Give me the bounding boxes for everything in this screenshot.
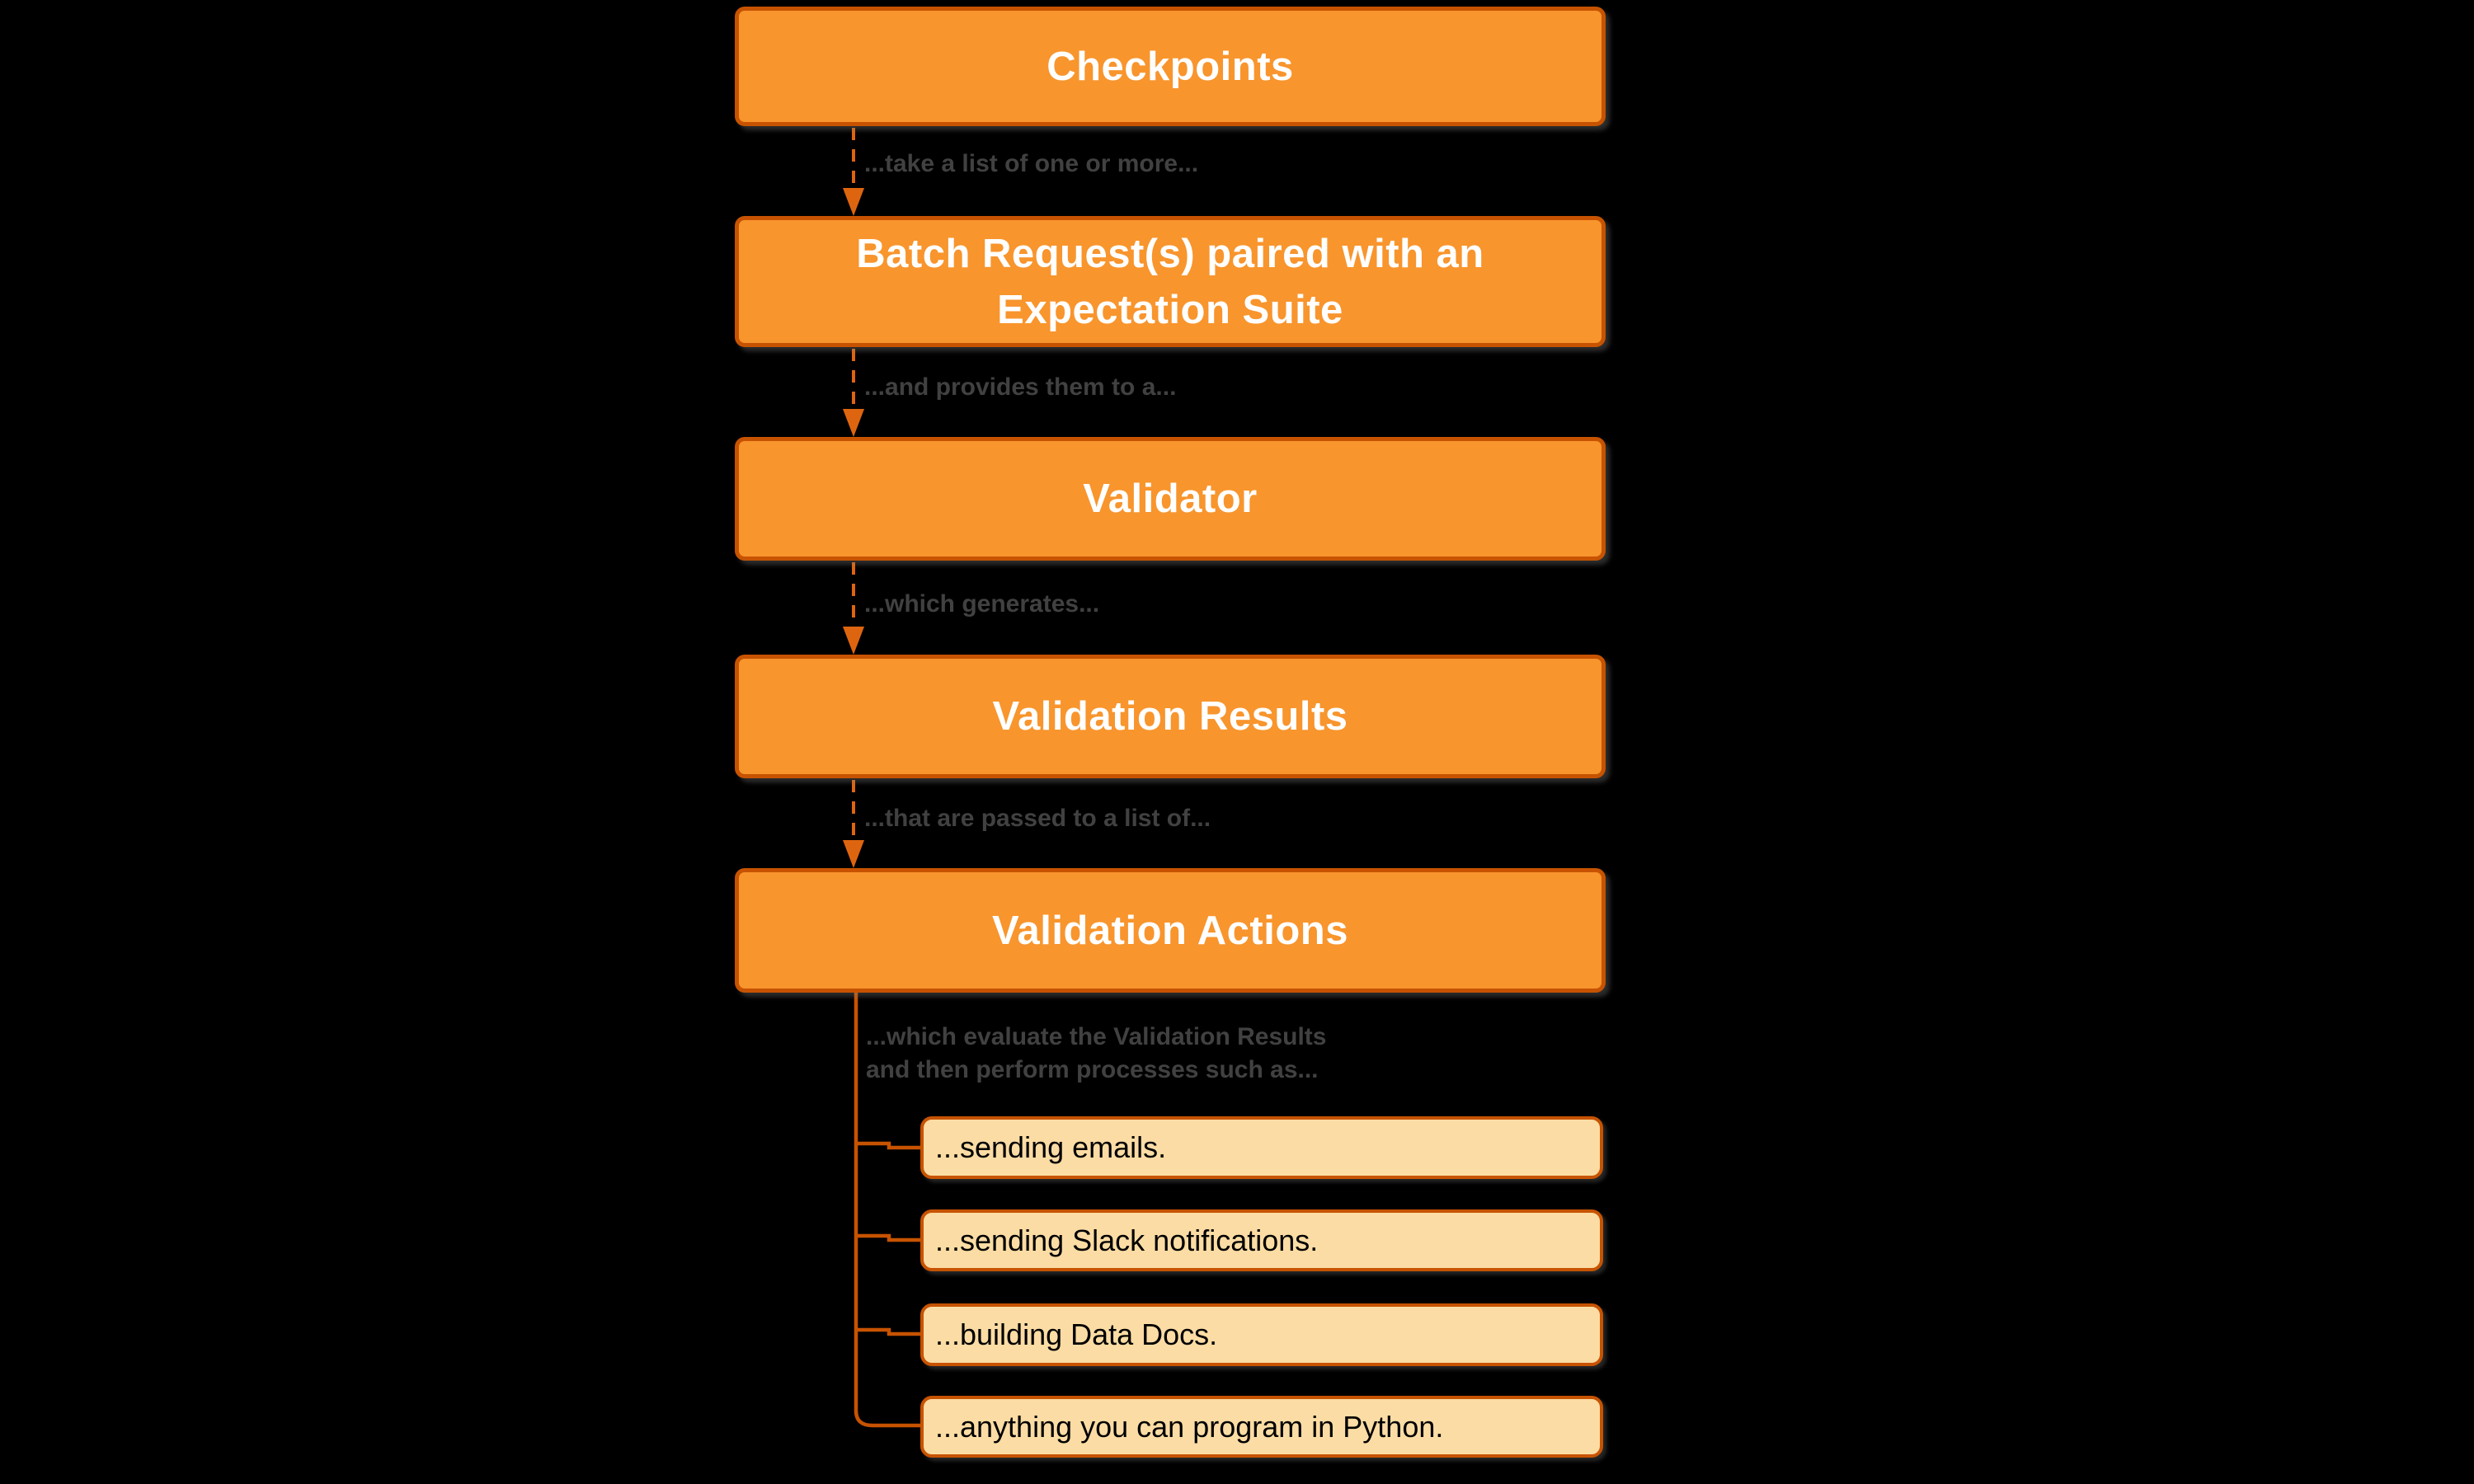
node-validator: Validator	[735, 437, 1606, 561]
arrowhead-2	[843, 409, 864, 437]
action-building-data-docs: ...building Data Docs.	[920, 1303, 1603, 1366]
arrowhead-3	[843, 627, 864, 655]
edge-label-provides-them: ...and provides them to a...	[864, 373, 1177, 401]
action-sending-emails: ...sending emails.	[920, 1116, 1603, 1179]
arrowhead-1	[843, 188, 864, 216]
node-batch-request-label: Batch Request(s) paired with an Expectat…	[856, 231, 1484, 332]
connector-stub-3	[856, 1327, 921, 1336]
edge-label-passed-to-list: ...that are passed to a list of...	[864, 805, 1211, 832]
action-anything-python: ...anything you can program in Python.	[920, 1396, 1603, 1458]
node-validation-actions-label: Validation Actions	[992, 908, 1348, 953]
node-validation-actions: Validation Actions	[735, 868, 1606, 993]
action-sending-emails-label: ...sending emails.	[935, 1130, 1167, 1164]
node-validation-results-label: Validation Results	[992, 694, 1348, 739]
edge-label-take-a-list: ...take a list of one or more...	[864, 150, 1199, 177]
edge-label-which-generates: ...which generates...	[864, 590, 1100, 618]
action-building-data-docs-label: ...building Data Docs.	[935, 1317, 1218, 1351]
action-slack-notifications: ...sending Slack notifications.	[920, 1209, 1603, 1271]
node-validator-label: Validator	[1083, 477, 1258, 521]
node-checkpoints: Checkpoints	[735, 7, 1606, 126]
arrowhead-4	[843, 840, 864, 868]
action-anything-python-label: ...anything you can program in Python.	[935, 1409, 1444, 1444]
connector-stub-1	[856, 1141, 921, 1150]
action-slack-notifications-label: ...sending Slack notifications.	[935, 1223, 1319, 1257]
connector-trunk	[854, 991, 921, 1428]
node-validation-results: Validation Results	[735, 655, 1606, 778]
node-checkpoints-label: Checkpoints	[1047, 44, 1294, 89]
branch-label-evaluate-results: ...which evaluate the Validation Results…	[866, 1023, 1327, 1083]
connector-stub-2	[856, 1233, 921, 1242]
node-batch-request: Batch Request(s) paired with an Expectat…	[735, 216, 1606, 347]
